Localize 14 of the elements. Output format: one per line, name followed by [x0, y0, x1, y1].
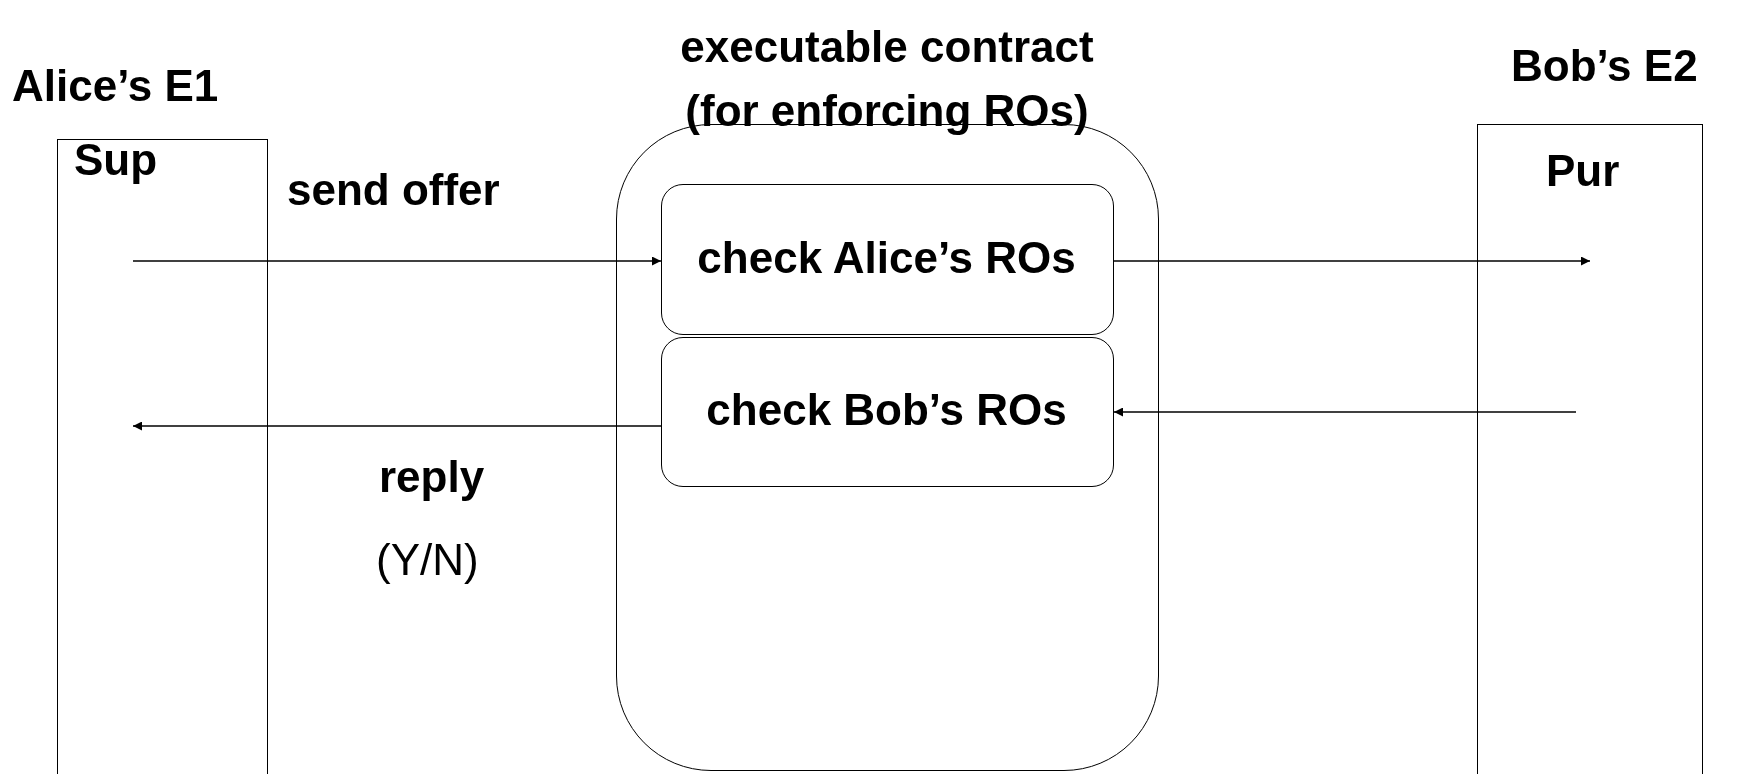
- note-text: (Y/N): [376, 535, 479, 586]
- arrow: [1113, 407, 1577, 417]
- lane-heading: Alice’s E1: [12, 60, 219, 112]
- process-box: [660, 183, 1114, 335]
- box-label: check Alice’s ROs: [696, 231, 1077, 284]
- role-label: Sup: [74, 134, 158, 186]
- lane-heading: Bob’s E2: [1511, 40, 1698, 92]
- process-box: [660, 336, 1114, 487]
- contract-heading: executable contract (for enforcing ROs): [679, 21, 1095, 137]
- arrow: [1113, 256, 1591, 266]
- box-label: check Bob’s ROs: [705, 384, 1068, 436]
- arrow: [132, 256, 662, 266]
- role-label: Pur: [1546, 145, 1620, 197]
- arrow: [132, 421, 662, 431]
